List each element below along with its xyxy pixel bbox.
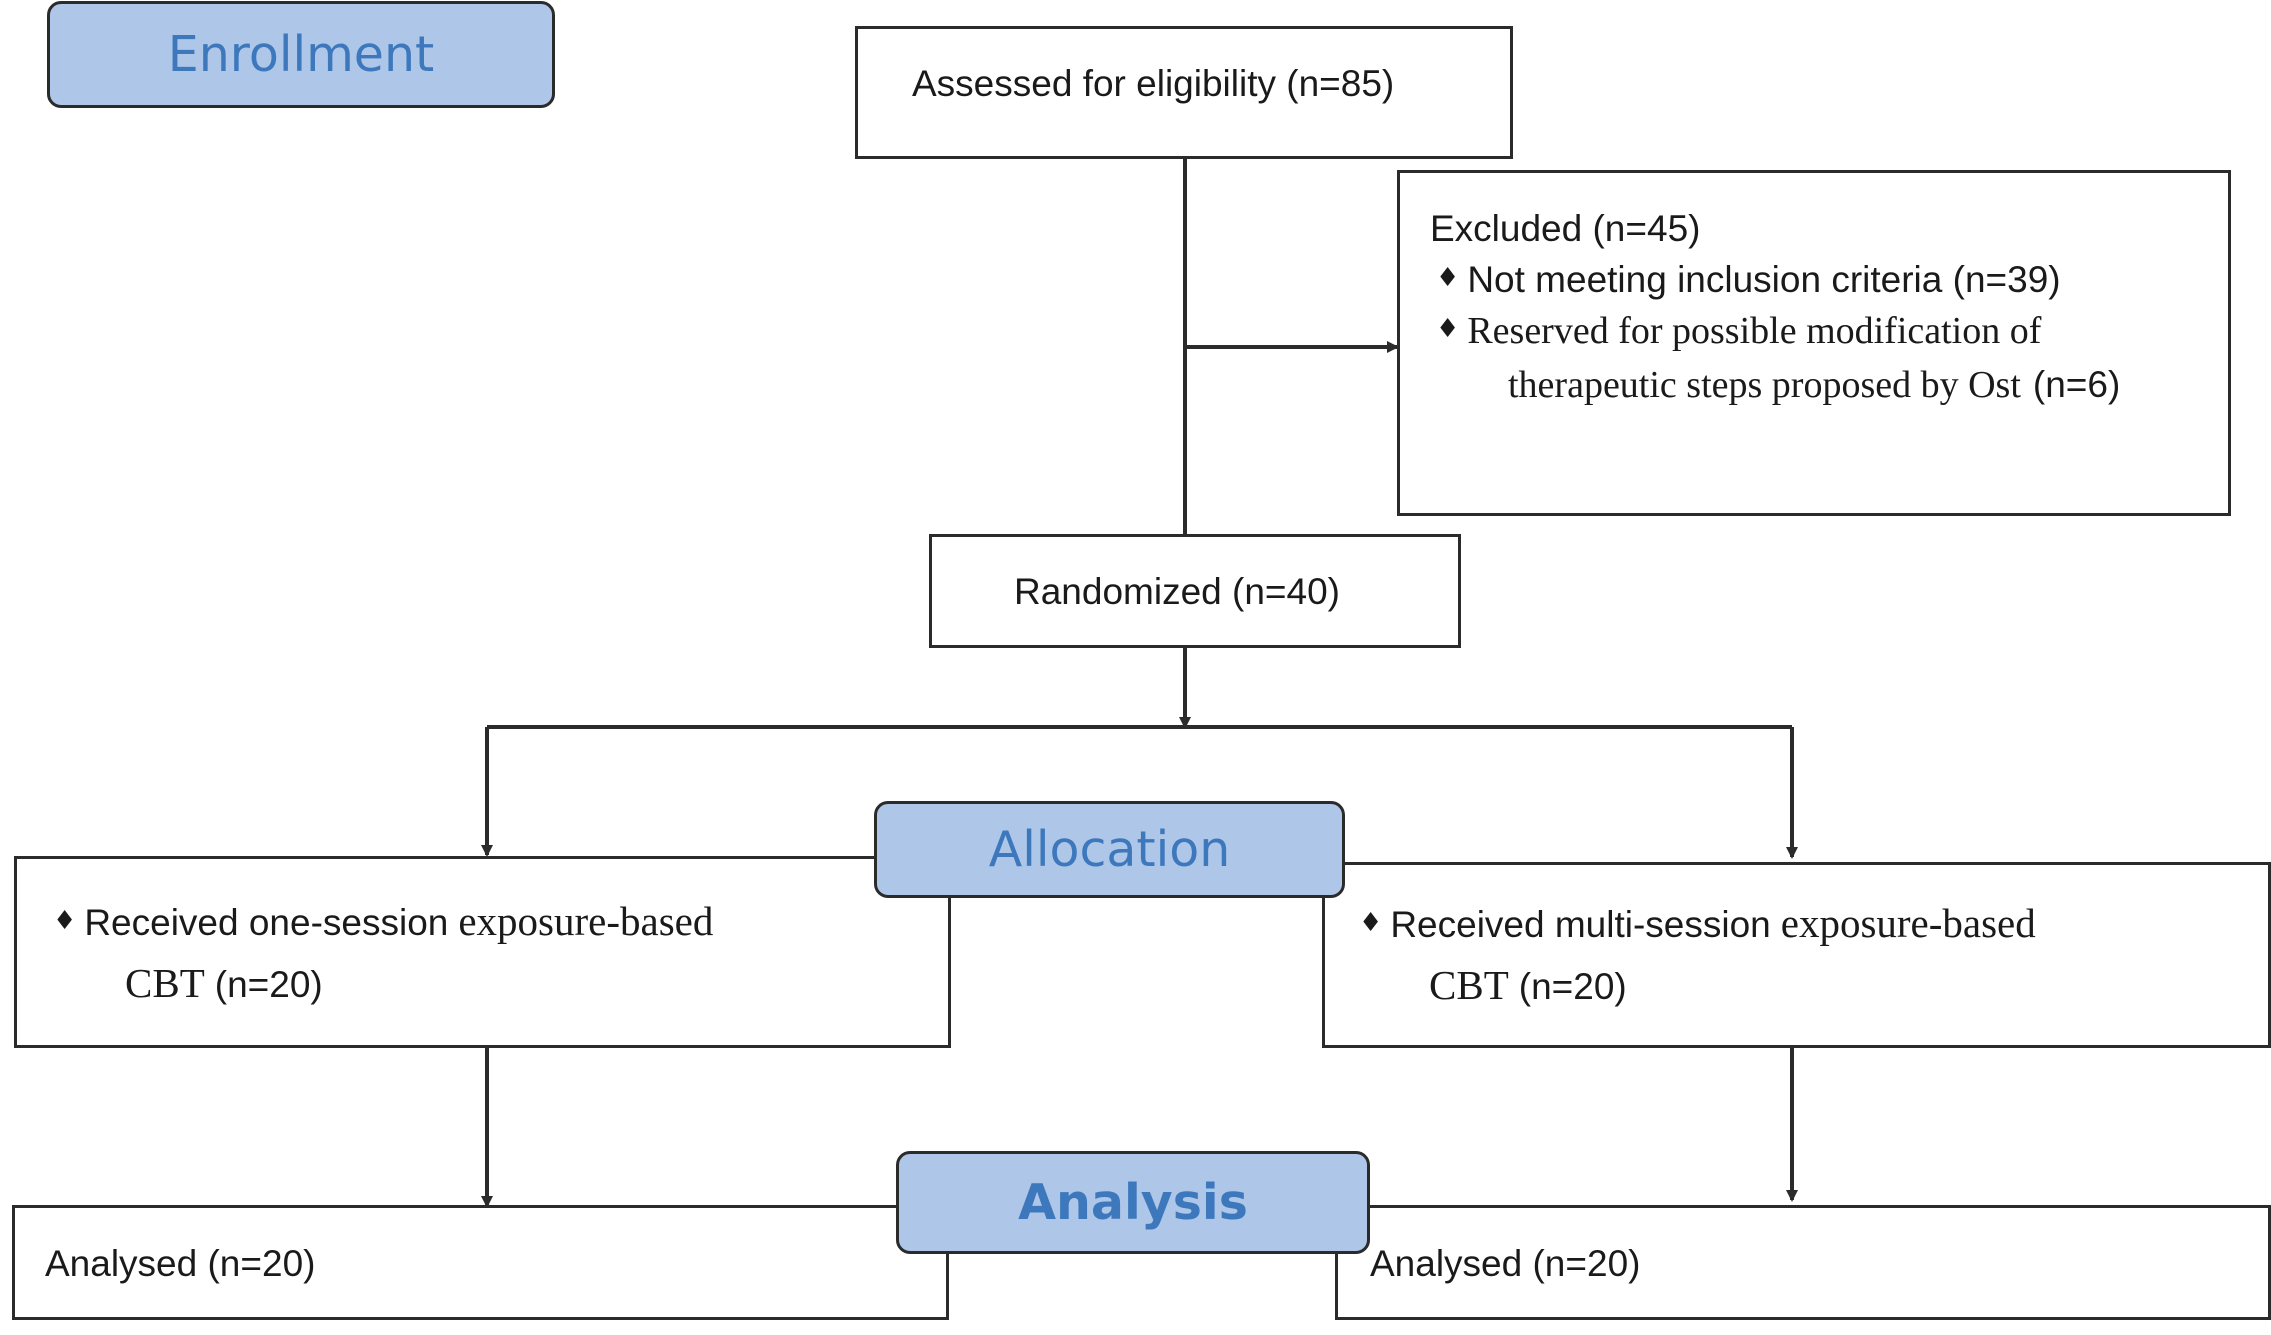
excluded-bullet-2-line2: therapeutic steps proposed by Ost <box>1508 364 2021 406</box>
excluded-title: Excluded (n=45) <box>1430 208 1701 249</box>
diamond-bullet-icon: ♦ <box>1436 263 1460 293</box>
excluded-bullet-2-line1: Reserved for possible modification of <box>1467 310 2042 352</box>
arm-right-line1-a: Received multi-session <box>1390 904 1771 945</box>
diamond-bullet-icon: ♦ <box>53 906 77 936</box>
arm-right-line2-a: CBT <box>1429 962 1509 1008</box>
excluded-bullet-2-count: (n=6) <box>2032 364 2121 405</box>
analysed-box-right: Analysed (n=20) <box>1335 1205 2271 1320</box>
assessed-box: Assessed for eligibility (n=85) <box>855 26 1513 159</box>
analysed-left-text: Analysed (n=20) <box>45 1243 316 1284</box>
assessed-text: Assessed for eligibility (n=85) <box>912 63 1395 104</box>
arm-left-line2-a: CBT <box>125 960 205 1006</box>
excluded-bullet-2: ♦Reserved for possible modification of <box>1436 309 2041 353</box>
arm-right-line1-b: exposure-based <box>1780 900 2036 946</box>
arm-right-line2: CBT(n=20) <box>1429 961 1627 1009</box>
diamond-bullet-icon: ♦ <box>1359 908 1383 938</box>
randomized-text: Randomized (n=40) <box>1014 571 1340 612</box>
excluded-bullet-1-text: Not meeting inclusion criteria (n=39) <box>1467 259 2061 300</box>
stage-enrollment: Enrollment <box>47 1 555 108</box>
stage-allocation: Allocation <box>874 801 1345 898</box>
arm-left-line2: CBT(n=20) <box>125 959 323 1007</box>
analysed-box-left: Analysed (n=20) <box>12 1205 949 1320</box>
arm-left-line1-a: Received one-session <box>84 902 449 943</box>
randomized-box: Randomized (n=40) <box>929 534 1461 648</box>
excluded-bullet-1: ♦Not meeting inclusion criteria (n=39) <box>1436 259 2061 301</box>
arm-right-line2-b: (n=20) <box>1518 966 1627 1007</box>
stage-analysis: Analysis <box>896 1151 1370 1254</box>
analysed-right-text: Analysed (n=20) <box>1370 1243 1641 1284</box>
arm-left-line2-b: (n=20) <box>214 964 323 1005</box>
excluded-box: Excluded (n=45) ♦Not meeting inclusion c… <box>1397 170 2231 516</box>
diamond-bullet-icon: ♦ <box>1436 314 1460 344</box>
excluded-bullet-2-cont: therapeutic steps proposed by Ost (n=6) <box>1508 363 2120 407</box>
arm-left-line1-b: exposure-based <box>458 898 714 944</box>
